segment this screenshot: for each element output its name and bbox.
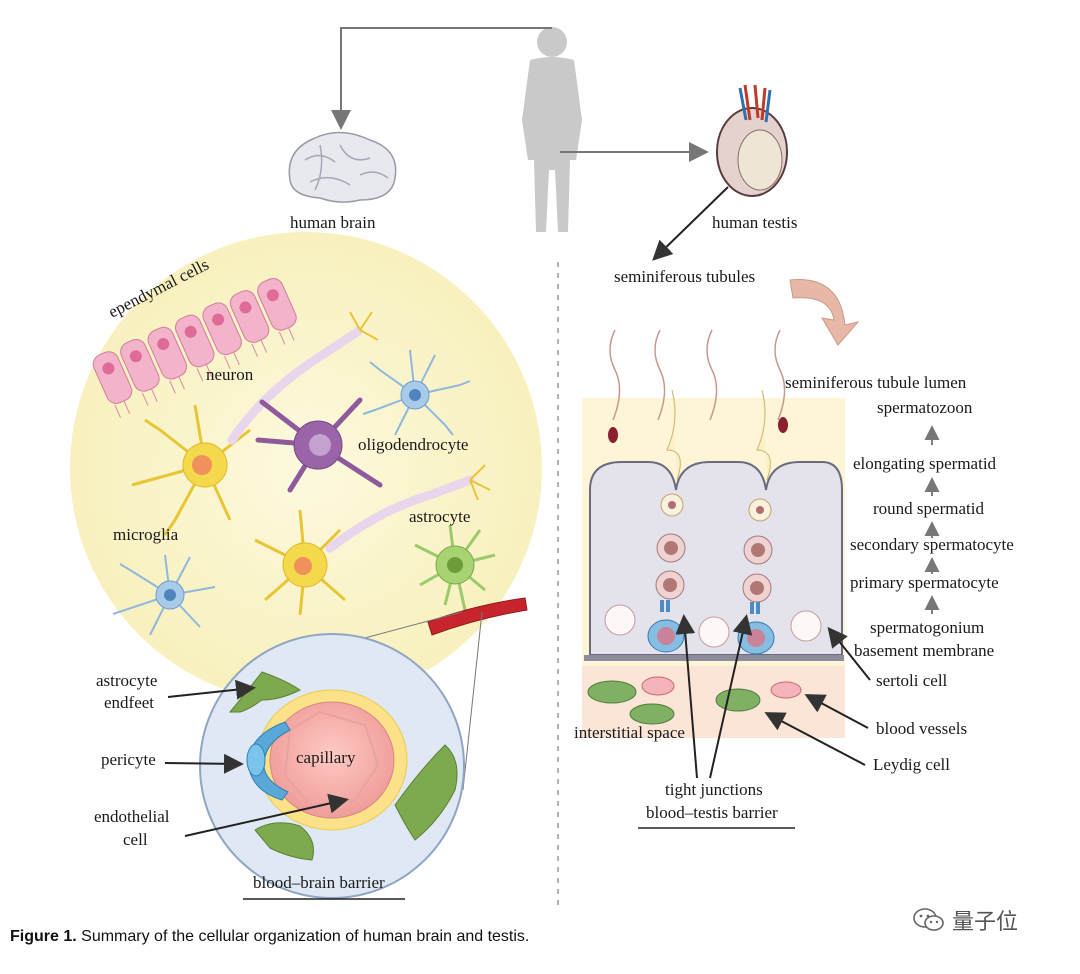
neuron-axon-2 bbox=[325, 475, 475, 553]
label-capillary: capillary bbox=[296, 748, 356, 767]
figure-caption-text: Summary of the cellular organization of … bbox=[81, 928, 530, 945]
label-blood-testis-barrier: blood–testis barrier bbox=[646, 803, 778, 822]
germ-cells-column-1 bbox=[647, 389, 686, 653]
testis-icon bbox=[716, 84, 788, 197]
pericyte-nucleus bbox=[246, 743, 266, 777]
wechat-icon bbox=[913, 908, 944, 931]
label-secondary-spermatocyte: secondary spermatocyte bbox=[850, 535, 1014, 554]
arrow-to-brain bbox=[331, 27, 552, 130]
watermark: 量子位 bbox=[912, 904, 1018, 936]
neuron-nucleus-2 bbox=[294, 557, 312, 575]
arrow-leydig bbox=[764, 712, 866, 766]
label-astrocyte: astrocyte bbox=[409, 507, 470, 526]
arrow-pericyte bbox=[164, 753, 244, 774]
label-leydig-cell: Leydig cell bbox=[873, 755, 950, 774]
label-microglia: microglia bbox=[113, 525, 179, 544]
neuron-nucleus-1 bbox=[192, 455, 212, 475]
arrow-to-tubules bbox=[652, 186, 729, 261]
label-spermatozoon: spermatozoon bbox=[877, 398, 973, 417]
figure-caption: Figure 1. Summary of the cellular organi… bbox=[10, 928, 529, 946]
neuron-axon-1 bbox=[227, 325, 365, 445]
label-elongating-spermatid: elongating spermatid bbox=[853, 454, 997, 473]
sertoli-nuclei bbox=[604, 604, 822, 648]
label-endothelial-1: endothelial bbox=[94, 807, 170, 826]
label-seminiferous-tubules: seminiferous tubules bbox=[614, 267, 755, 286]
oligodendrocyte-cell bbox=[255, 397, 383, 493]
axon-terminal-1 bbox=[349, 311, 379, 341]
spermatozoa bbox=[609, 329, 786, 421]
figure-caption-label: Figure 1. bbox=[10, 928, 77, 945]
arrow-tight-junction-1 bbox=[675, 614, 698, 779]
label-sertoli-cell: sertoli cell bbox=[876, 671, 948, 690]
label-neuron: neuron bbox=[206, 365, 254, 384]
neuron-cell-2 bbox=[254, 509, 346, 616]
endothelial-outline bbox=[283, 710, 380, 807]
endfoot-2 bbox=[394, 744, 458, 841]
oligodendrocyte-nucleus bbox=[309, 434, 331, 456]
arrow-tight-junction-2 bbox=[709, 614, 753, 779]
label-astrocyte-endfeet-2: endfeet bbox=[104, 693, 154, 712]
leydig-cells bbox=[587, 680, 761, 725]
ependymal-cells bbox=[92, 278, 297, 418]
label-blood-brain-barrier: blood–brain barrier bbox=[253, 873, 385, 892]
axon-terminal-2 bbox=[469, 464, 491, 501]
zoom-line-2 bbox=[462, 611, 483, 791]
label-spermatogonium: spermatogonium bbox=[870, 618, 984, 637]
arrow-endothelial bbox=[184, 793, 349, 837]
sertoli-cells bbox=[589, 461, 843, 656]
label-astrocyte-endfeet-1: astrocyte bbox=[96, 671, 157, 690]
label-primary-spermatocyte: primary spermatocyte bbox=[850, 573, 999, 592]
arrow-sertoli bbox=[827, 626, 871, 681]
microglia-cell-1 bbox=[362, 349, 471, 436]
watermark-text: 量子位 bbox=[952, 910, 1019, 935]
label-human-testis: human testis bbox=[712, 213, 797, 232]
label-pericyte: pericyte bbox=[101, 750, 156, 769]
sperm-heads bbox=[608, 417, 788, 443]
neuron-cell-1 bbox=[131, 404, 251, 536]
interstitial-space-area bbox=[582, 666, 845, 738]
label-endothelial-2: cell bbox=[123, 830, 148, 849]
arrow-endfeet bbox=[167, 679, 256, 700]
astrocyte-nucleus bbox=[447, 557, 463, 573]
microglia-cell-2 bbox=[112, 554, 216, 636]
microglia-nucleus-2 bbox=[164, 589, 176, 601]
label-oligodendrocyte: oligodendrocyte bbox=[358, 435, 468, 454]
astrocyte-cell bbox=[414, 524, 496, 611]
blood-vessel-segment bbox=[427, 597, 528, 636]
arrow-blood-vessels bbox=[804, 694, 869, 729]
label-tight-junctions: tight junctions bbox=[665, 780, 763, 799]
label-basement-membrane: basement membrane bbox=[854, 641, 994, 660]
label-round-spermatid: round spermatid bbox=[873, 499, 984, 518]
human-silhouette bbox=[522, 27, 582, 232]
brain-icon bbox=[288, 131, 397, 203]
label-blood-vessels: blood vessels bbox=[876, 719, 967, 738]
label-tubule-lumen: seminiferous tubule lumen bbox=[785, 373, 967, 392]
endfoot-3 bbox=[254, 822, 314, 861]
label-human-brain: human brain bbox=[290, 213, 376, 232]
curved-arrow bbox=[789, 279, 860, 346]
microglia-nucleus-1 bbox=[409, 389, 421, 401]
interstitial-blood-vessels bbox=[641, 676, 802, 699]
label-interstitial-space: interstitial space bbox=[574, 723, 685, 742]
